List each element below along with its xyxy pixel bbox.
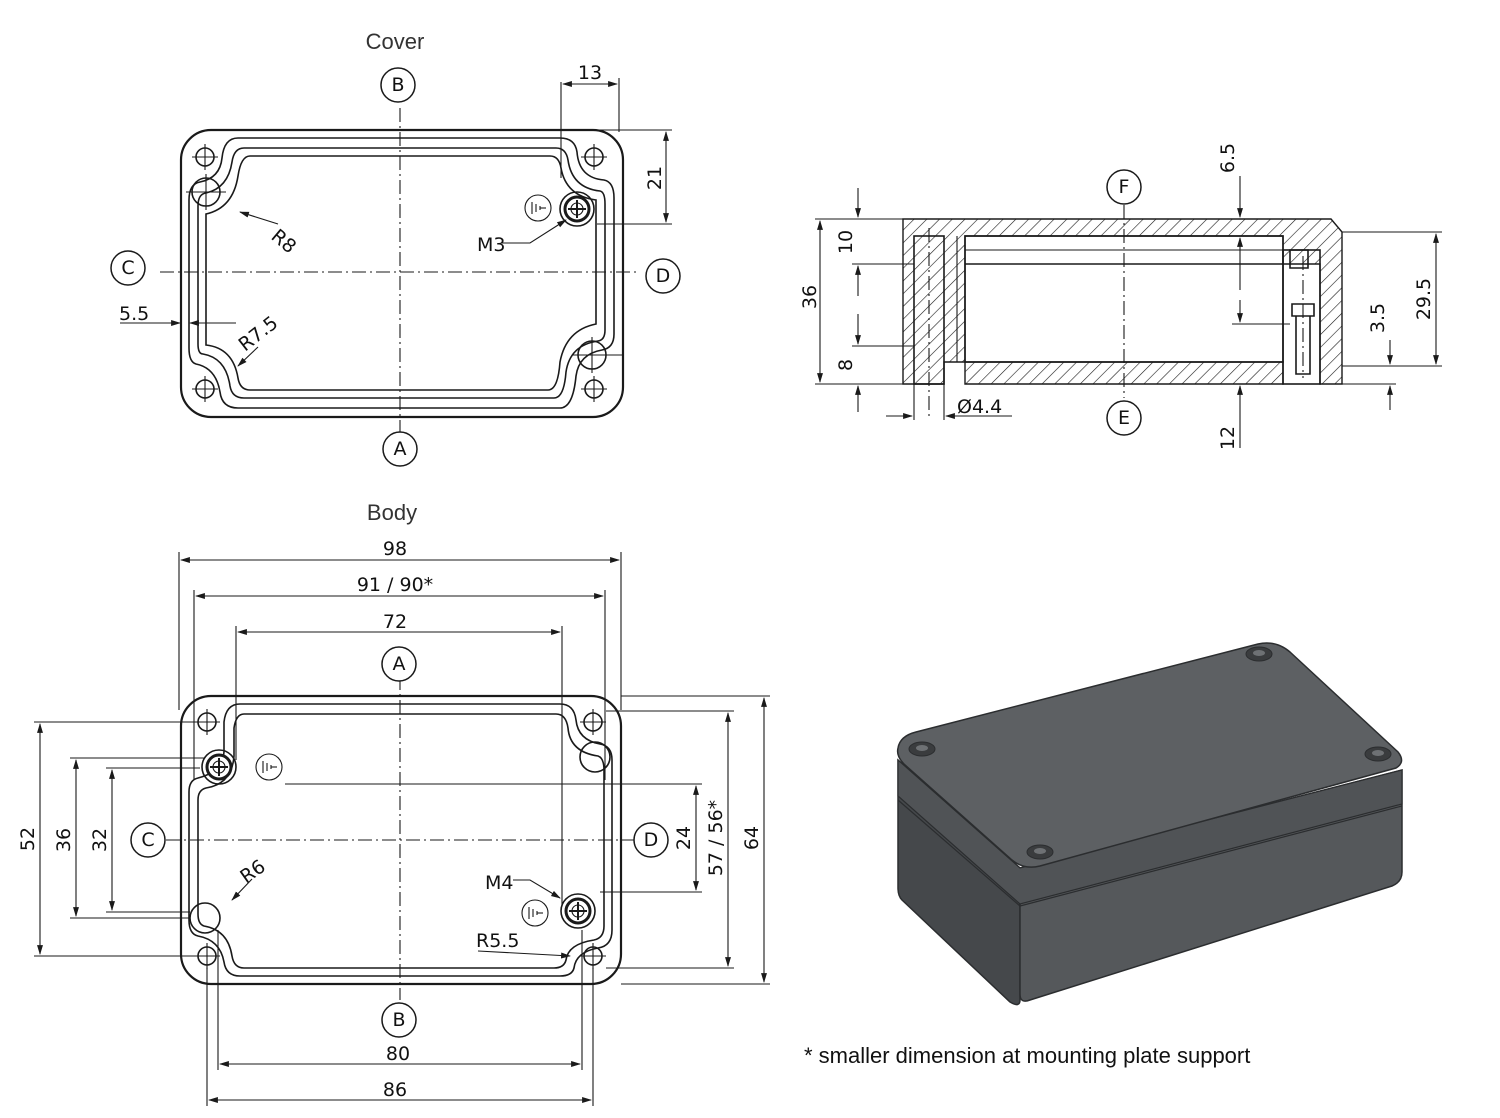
section-ref-top: F [1119, 176, 1130, 198]
section-dim-6-5: 6.5 [1217, 143, 1239, 173]
body-dim-64: 64 [741, 826, 763, 850]
body-dim-72: 72 [383, 611, 407, 633]
body-dim-24: 24 [673, 826, 695, 850]
footnote: * smaller dimension at mounting plate su… [804, 1043, 1250, 1068]
body-groove-inner [197, 713, 605, 969]
body-ref-bottom: B [392, 1009, 405, 1031]
cover-dim-5-5: 5.5 [119, 303, 149, 325]
body-dim-80: 80 [386, 1043, 410, 1065]
cover-dim-m3: M3 [477, 234, 505, 256]
body-dim-91: 91 / 90* [357, 574, 433, 596]
section-wall [902, 218, 1343, 385]
body-ref-right: D [644, 829, 659, 851]
cover-ref-left: C [121, 257, 134, 279]
section-dim-12: 12 [1217, 426, 1239, 450]
section-ref-bottom: E [1118, 407, 1130, 429]
cover-earth-icon [524, 194, 552, 222]
body-earth-icon-right [521, 899, 549, 927]
cover-cavity [205, 155, 597, 391]
section-dim-dia: Ø4.4 [957, 396, 1002, 418]
cover-view: Cover B A [110, 29, 681, 467]
body-earth-screw-right [559, 892, 597, 930]
cover-ref-right: D [656, 265, 671, 287]
cover-groove-outer [188, 137, 615, 409]
section-dim-36: 36 [799, 285, 821, 309]
cover-ref-top: B [391, 74, 404, 96]
section-dim-29-5: 29.5 [1413, 278, 1435, 320]
body-ref-top: A [393, 653, 406, 675]
body-earth-icon-left [255, 753, 283, 781]
body-outline [179, 694, 623, 986]
body-dim-86: 86 [383, 1079, 407, 1101]
cover-dim-r8: R8 [267, 225, 301, 258]
body-earth-screw-left [200, 748, 238, 786]
body-dim-52: 52 [17, 827, 39, 851]
cover-outline [179, 128, 625, 419]
cover-title: Cover [366, 29, 425, 54]
body-dim-m4: M4 [485, 872, 513, 894]
body-ref-left: C [141, 829, 154, 851]
section-view: F E 36 10 8 Ø4.4 6.5 12 [799, 143, 1442, 450]
body-dim-r5-5: R5.5 [476, 930, 519, 952]
cover-dim-r7-5: R7.5 [235, 312, 283, 356]
body-dim-57: 57 / 56* [705, 800, 727, 876]
body-dim-98: 98 [383, 538, 407, 560]
section-dim-8: 8 [835, 359, 857, 371]
body-dim-r6: R6 [236, 856, 269, 889]
cover-dim-13: 13 [578, 62, 602, 84]
iso-enclosure [896, 642, 1403, 1006]
cover-ref-bottom: A [394, 438, 407, 460]
section-dim-10: 10 [835, 230, 857, 254]
cover-dim-21: 21 [644, 166, 666, 190]
body-view: Body A B C D 98 [17, 500, 770, 1106]
body-dim-36: 36 [53, 828, 75, 852]
section-dim-3-5: 3.5 [1367, 303, 1389, 333]
body-dim-32: 32 [89, 828, 111, 852]
cover-groove-inner [197, 147, 606, 399]
body-title: Body [367, 500, 417, 525]
